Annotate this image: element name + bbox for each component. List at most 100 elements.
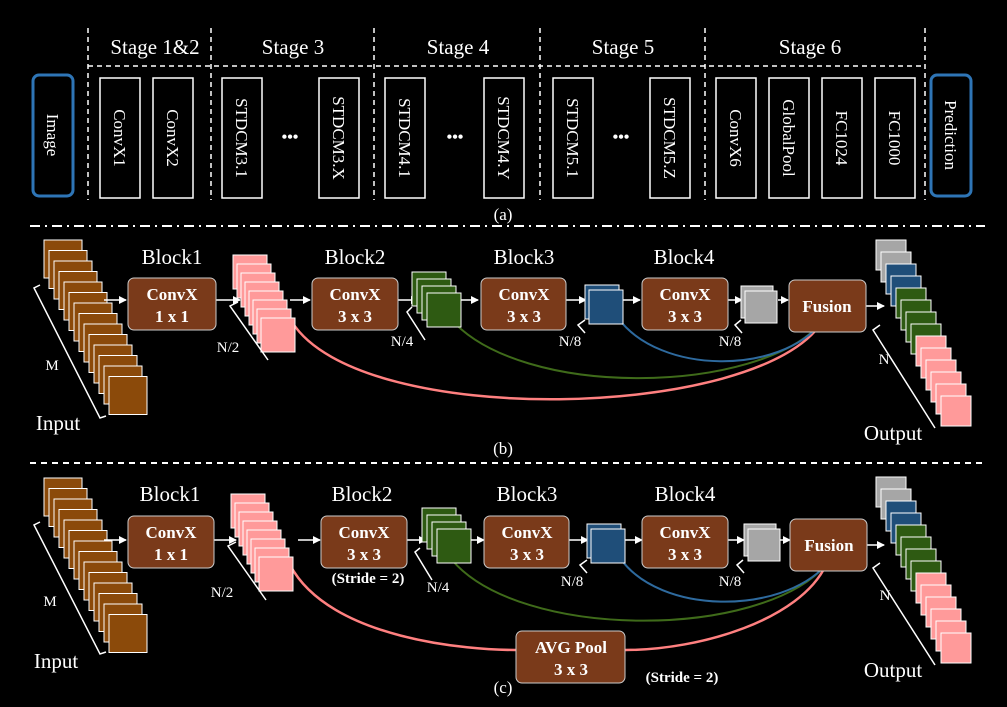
output-label: Output [864,658,923,682]
kernel-label: 1 x 1 [154,545,188,564]
input-label: Input [36,411,80,435]
dim-label: N/8 [719,334,742,350]
skip-connection [451,559,827,622]
convx-box [127,515,215,569]
convx-box [311,277,399,331]
kernel-label: 3 x 3 [507,307,541,326]
m-label: M [43,594,56,610]
m-label: M [45,358,58,374]
block-label: FC1024 [832,111,851,166]
feature-map [940,395,972,427]
skip-connection [617,317,823,363]
convx-label: ConvX [338,523,390,542]
ellipsis: ••• [613,129,630,146]
input-label: Input [34,649,78,673]
panel-a: Stage 1&2 Stage 3 Stage 4 Stage 5 Stage … [31,28,973,224]
avg-pool-title: AVG Pool [535,638,607,657]
block-box [715,77,757,199]
convx-box [320,515,408,569]
block4: Block4 ConvX 3 x 3 [641,245,729,331]
skip-connection [290,321,824,401]
block-box [152,77,194,199]
feature-map [590,528,626,564]
convx-label: ConvX [501,523,553,542]
block-label: FC1000 [885,111,904,166]
feature-stack-n8 [586,523,626,564]
feature-stack-n8 [740,285,778,324]
stage-label: Stage 5 [592,35,654,59]
output-feature-stack [875,239,972,427]
feature-stack-n2 [230,493,294,592]
ellipsis: ••• [282,129,299,146]
skip-connection [624,564,828,652]
feature-map [436,528,472,564]
block-label: STDCM5.Z [660,97,679,179]
block-box [874,77,916,199]
caption-a: (a) [494,205,513,224]
block-label: STDCM3.X [329,96,348,180]
feature-map [260,317,296,353]
dim-label: N/2 [217,340,240,356]
feature-map [258,556,294,592]
block-label: GlobalPool [779,99,798,177]
feature-stack-n8 [584,284,624,325]
block-label: STDCM5.1 [563,98,582,178]
input-feature-stack [43,477,148,653]
block-title: Block2 [332,482,393,506]
block-box [99,77,141,199]
output-feature-stack [875,476,972,664]
feature-stack-n4 [411,271,462,328]
fusion-box [789,518,868,572]
block2: Block2 ConvX 3 x 3 (Stride = 2) [320,482,408,587]
skip-connection [619,557,827,603]
block-box [552,77,594,199]
image-box [31,73,75,198]
stride-label: (Stride = 2) [646,670,719,686]
block-box [221,77,263,199]
dim-label: N/8 [561,574,584,590]
feature-map [108,376,148,415]
convx-label: ConvX [145,523,197,542]
block-title: Block3 [494,245,555,269]
block-title: Block2 [325,245,386,269]
block-box [318,77,360,199]
block4: Block4 ConvX 3 x 3 [641,482,729,569]
convx-box [127,277,217,331]
panel-b: M Input Block1 ConvX 1 x 1 Block2 [32,239,972,458]
block-box [768,77,810,199]
block-label: ConvX6 [726,109,745,167]
convx-label: ConvX [659,523,711,542]
feature-map [747,528,781,562]
skip-connection [288,564,517,652]
kernel-label: 3 x 3 [347,545,381,564]
n-label: N [880,588,891,604]
fusion-label: Fusion [804,536,854,555]
dim-label: N/4 [391,334,414,350]
block2: Block2 ConvX 3 x 3 [311,245,399,331]
block-title: Block3 [497,482,558,506]
feature-map [426,292,462,328]
convx-label: ConvX [146,285,198,304]
image-label: Image [43,114,62,156]
kernel-label: 3 x 3 [338,307,372,326]
n-label: N [879,352,890,368]
input-feature-stack [43,239,148,415]
convx-label: ConvX [498,285,550,304]
stage-label: Stage 1&2 [110,35,199,59]
prediction-label: Prediction [941,100,960,170]
dim-label: N/8 [559,334,582,350]
convx-box [480,277,567,331]
caption-c: (c) [494,678,513,697]
avg-pool-kernel: 3 x 3 [554,660,588,679]
block1: Block1 ConvX 1 x 1 [127,482,215,569]
block-label: STDCM4.1 [395,98,414,178]
block-label: ConvX1 [110,109,129,167]
caption-b: (b) [493,439,513,458]
convx-box [641,277,729,331]
block-label: ConvX2 [163,109,182,167]
feature-stack-n8 [743,523,781,562]
ellipsis: ••• [447,129,464,146]
kernel-label: 3 x 3 [668,545,702,564]
